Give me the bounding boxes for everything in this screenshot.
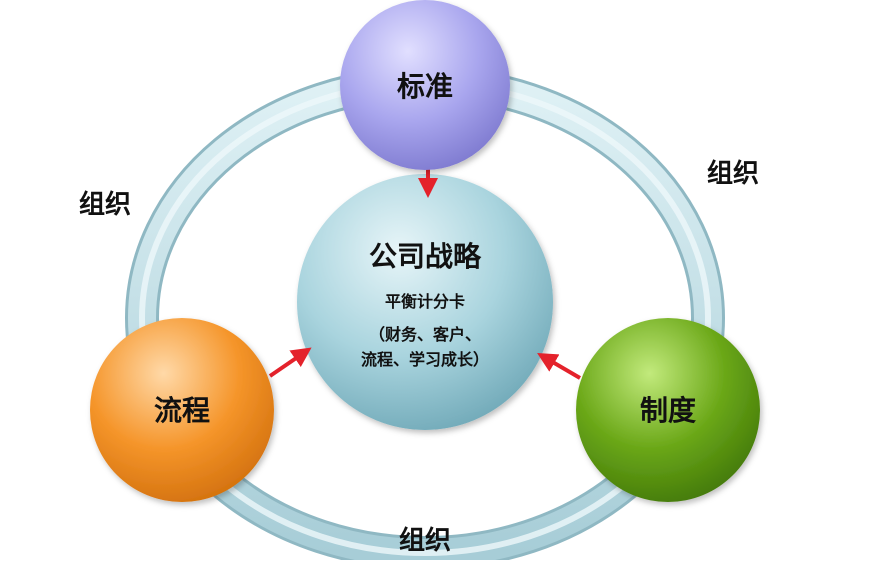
node-system-label: 制度 <box>640 394 696 427</box>
ring-label-upper-left: 组织 <box>79 189 131 220</box>
center-title: 公司战略 <box>369 240 482 273</box>
node-process-label: 流程 <box>154 394 210 427</box>
center-detail-line-2: 流程、学习成长） <box>361 350 489 369</box>
ring-label-upper-right: 组织 <box>707 158 759 189</box>
center-subtitle: 平衡计分卡 <box>385 292 465 311</box>
node-process <box>90 318 274 502</box>
center-strategy-circle <box>297 174 553 430</box>
arrow-system-to-strategy <box>537 352 582 380</box>
center-detail-line-1: （财务、客户、 <box>369 325 481 344</box>
node-standard <box>340 0 510 170</box>
node-system <box>576 318 760 502</box>
arrow-process-to-strategy <box>268 347 312 378</box>
node-standard-label: 标准 <box>397 70 453 103</box>
ring-label-bottom: 组织 <box>399 525 451 556</box>
